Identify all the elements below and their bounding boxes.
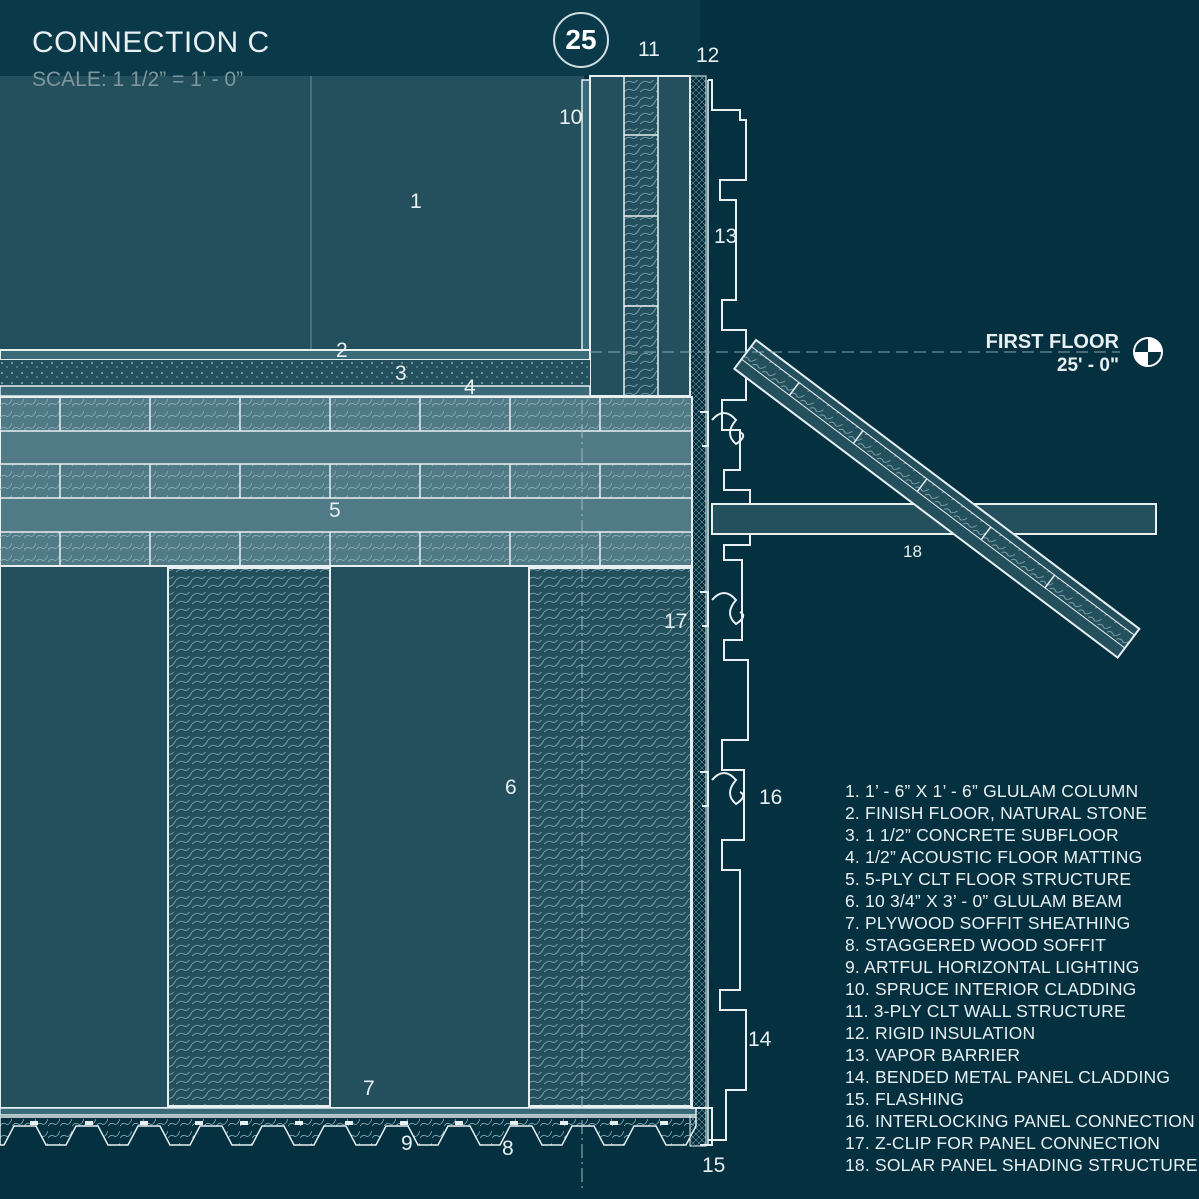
spruce-interior-cladding — [581, 79, 591, 351]
finish-floor-stone — [0, 349, 591, 361]
callout-9: 9 — [401, 1132, 413, 1155]
glulam-column — [0, 76, 584, 350]
drawing-title: CONNECTION C — [32, 26, 270, 59]
callout-13: 13 — [714, 225, 738, 248]
legend-item: 18. SOLAR PANEL SHADING STRUCTURE — [845, 1155, 1198, 1175]
legend-item: 10. SPRUCE INTERIOR CLADDING — [845, 979, 1137, 999]
callout-4: 4 — [464, 376, 476, 399]
legend-item: 14. BENDED METAL PANEL CLADDING — [845, 1067, 1171, 1087]
flashing — [690, 1107, 713, 1146]
callout-3: 3 — [395, 362, 407, 385]
legend-item: 8. STAGGERED WOOD SOFFIT — [845, 935, 1107, 955]
callout-1: 1 — [410, 190, 422, 213]
callout-8: 8 — [502, 1137, 514, 1160]
drawing-scale: SCALE: 1 1/2” = 1’ - 0” — [32, 68, 244, 91]
z-clip — [700, 411, 709, 807]
sheet-number-badge: 25 — [553, 12, 609, 68]
legend-item: 1. 1’ - 6” X 1’ - 6” GLULAM COLUMN — [845, 781, 1139, 801]
callout-11: 11 — [638, 38, 660, 61]
plywood-soffit-sheathing — [0, 1107, 697, 1116]
level-elevation: 25' - 0" — [1056, 355, 1119, 376]
glulam-beam — [528, 567, 692, 1107]
legend-item: 7. PLYWOOD SOFFIT SHEATHING — [845, 913, 1131, 933]
callout-18: 18 — [903, 542, 922, 561]
solar-panel — [732, 338, 1141, 660]
clt-floor-plies — [0, 397, 692, 566]
solar-panel-shading — [711, 338, 1157, 660]
legend-item: 16. INTERLOCKING PANEL CONNECTION — [845, 1111, 1195, 1131]
interlocking-panel-connection — [711, 412, 745, 806]
callout-16: 16 — [759, 786, 783, 809]
concrete-subfloor-texture — [0, 360, 590, 386]
legend-item: 6. 10 3/4” X 3’ - 0” GLULAM BEAM — [845, 891, 1123, 911]
metal-panel-cladding — [708, 79, 751, 1141]
legend-item: 9. ARTFUL HORIZONTAL LIGHTING — [845, 957, 1140, 977]
legend-item: 12. RIGID INSULATION — [845, 1023, 1036, 1043]
callout-6: 6 — [505, 776, 517, 799]
clt-floor-joints — [59, 397, 601, 566]
legend-item: 17. Z-CLIP FOR PANEL CONNECTION — [845, 1133, 1161, 1153]
glulam-beam — [167, 567, 331, 1107]
callout-15: 15 — [702, 1154, 726, 1177]
legend-item: 2. FINISH FLOOR, NATURAL STONE — [845, 803, 1148, 823]
legend-item: 11. 3-PLY CLT WALL STRUCTURE — [845, 1001, 1126, 1021]
level-target-icon — [1133, 337, 1163, 367]
callout-12: 12 — [696, 44, 720, 67]
legend-item: 3. 1 1/2” CONCRETE SUBFLOOR — [845, 825, 1119, 845]
callout-14: 14 — [748, 1028, 772, 1051]
legend-item: 13. VAPOR BARRIER — [845, 1045, 1021, 1065]
callout-2: 2 — [336, 339, 348, 362]
legend-item: 15. FLASHING — [845, 1089, 965, 1109]
callout-7: 7 — [363, 1077, 375, 1100]
legend-item: 4. 1/2” ACOUSTIC FLOOR MATTING — [845, 847, 1143, 867]
acoustic-matting — [0, 385, 591, 397]
clt-wall-core-ply — [623, 75, 659, 397]
callout-5: 5 — [329, 499, 341, 522]
callout-10: 10 — [559, 106, 583, 129]
staggered-wood-soffit — [0, 1116, 697, 1146]
callout-17: 17 — [664, 610, 688, 633]
legend-item: 5. 5-PLY CLT FLOOR STRUCTURE — [845, 869, 1132, 889]
level-name: FIRST FLOOR — [985, 331, 1119, 353]
horizontal-lighting — [30, 1121, 668, 1125]
